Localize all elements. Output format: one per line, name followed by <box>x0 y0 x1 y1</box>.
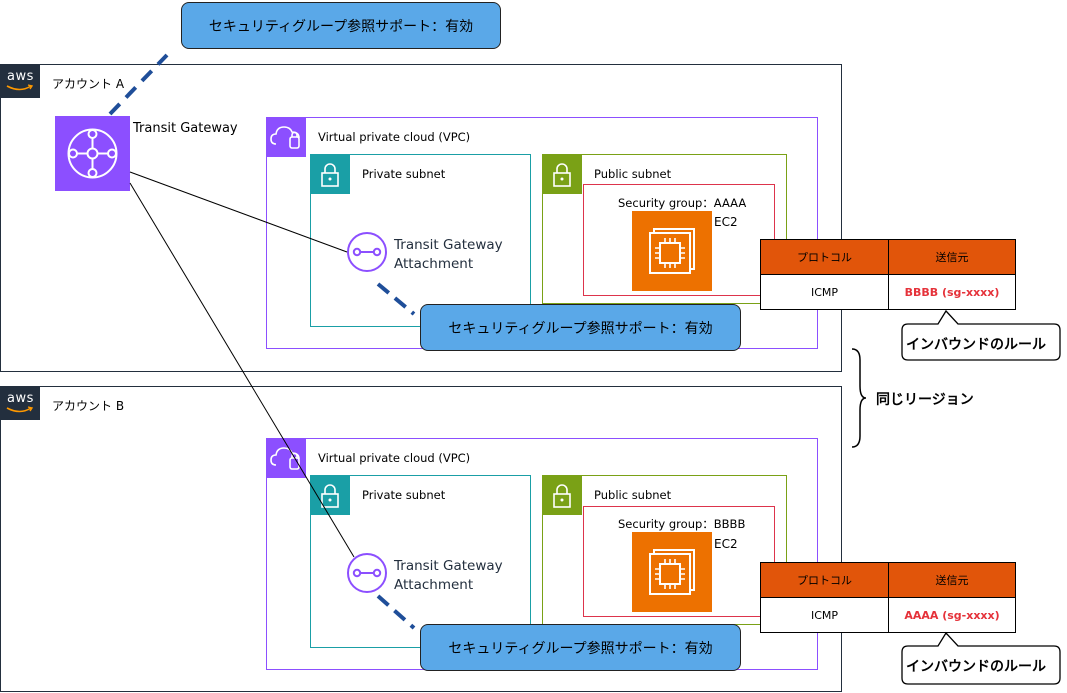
ec2-chip-icon[interactable] <box>632 532 712 612</box>
ec2-a-label: EC2 <box>714 215 738 229</box>
ec2-b-label: EC2 <box>714 537 738 551</box>
source-cell: BBBB (sg-xxxx) <box>888 274 1016 310</box>
account-b-box <box>0 386 842 692</box>
inbound-rules-table-a: プロトコル 送信元 ICMP BBBB (sg-xxxx) <box>760 239 1016 310</box>
inbound-rules-table-b: プロトコル 送信元 ICMP AAAA (sg-xxxx) <box>760 562 1016 633</box>
security-group-b-box <box>583 506 775 617</box>
vpc-cloud-icon <box>266 438 306 478</box>
vpc-a-label: Virtual private cloud (VPC) <box>318 130 471 144</box>
speech-bubble-a <box>901 309 1061 361</box>
lock-icon <box>542 475 582 515</box>
sg-reference-callout-a: セキュリティグループ参照サポート：有効 <box>420 304 741 351</box>
aws-smile-icon <box>6 406 34 413</box>
ec2-chip-icon[interactable] <box>632 211 712 291</box>
aws-logo-text: aws <box>7 391 34 406</box>
aws-logo-text: aws <box>7 69 34 84</box>
protocol-cell: ICMP <box>760 597 889 633</box>
protocol-header: プロトコル <box>760 562 889 598</box>
inbound-rules-bubble-a: インバウンドのルール <box>906 337 1046 353</box>
security-group-b-label: Security group：BBBB <box>618 517 746 531</box>
security-group-a-label: Security group：AAAA <box>618 196 747 210</box>
source-header: 送信元 <box>888 562 1016 598</box>
sg-reference-callout-top: セキュリティグループ参照サポート：有効 <box>181 2 501 49</box>
protocol-header: プロトコル <box>760 239 889 275</box>
lock-icon <box>310 475 350 515</box>
public-subnet-a-label: Public subnet <box>594 167 672 181</box>
aws-smile-icon <box>6 84 34 91</box>
region-brace <box>851 348 867 448</box>
vpc-cloud-icon <box>266 117 306 157</box>
tgw-attachment-icon[interactable] <box>346 552 388 594</box>
vpc-b-label: Virtual private cloud (VPC) <box>318 451 471 465</box>
tgw-attachment-icon[interactable] <box>346 231 388 273</box>
aws-logo-a: aws <box>0 64 40 98</box>
transit-gateway-icon[interactable] <box>55 116 130 191</box>
tgw-attachment-label: Transit Gateway Attachment <box>394 236 503 274</box>
attachment-line2: Attachment <box>394 577 474 593</box>
public-subnet-b-label: Public subnet <box>594 488 672 502</box>
attachment-line1: Transit Gateway <box>394 237 503 253</box>
source-cell: AAAA (sg-xxxx) <box>888 597 1016 633</box>
speech-bubble-b <box>901 631 1061 685</box>
account-b-label: アカウント B <box>52 399 125 413</box>
inbound-rules-bubble-b: インバウンドのルール <box>906 659 1046 675</box>
account-a-label: アカウント A <box>52 77 125 91</box>
lock-icon <box>310 154 350 194</box>
sg-reference-callout-b: セキュリティグループ参照サポート：有効 <box>420 624 741 671</box>
transit-gateway-label: Transit Gateway <box>133 121 238 136</box>
lock-icon <box>542 154 582 194</box>
private-subnet-b-label: Private subnet <box>362 488 446 502</box>
same-region-label: 同じリージョン <box>876 392 974 408</box>
aws-logo-b: aws <box>0 386 40 420</box>
private-subnet-a-label: Private subnet <box>362 167 446 181</box>
protocol-cell: ICMP <box>760 274 889 310</box>
tgw-attachment-label: Transit Gateway Attachment <box>394 557 503 595</box>
attachment-line2: Attachment <box>394 256 474 272</box>
account-a-box <box>0 64 842 372</box>
public-subnet-a-box <box>542 154 787 304</box>
source-header: 送信元 <box>888 239 1016 275</box>
attachment-line1: Transit Gateway <box>394 558 503 574</box>
